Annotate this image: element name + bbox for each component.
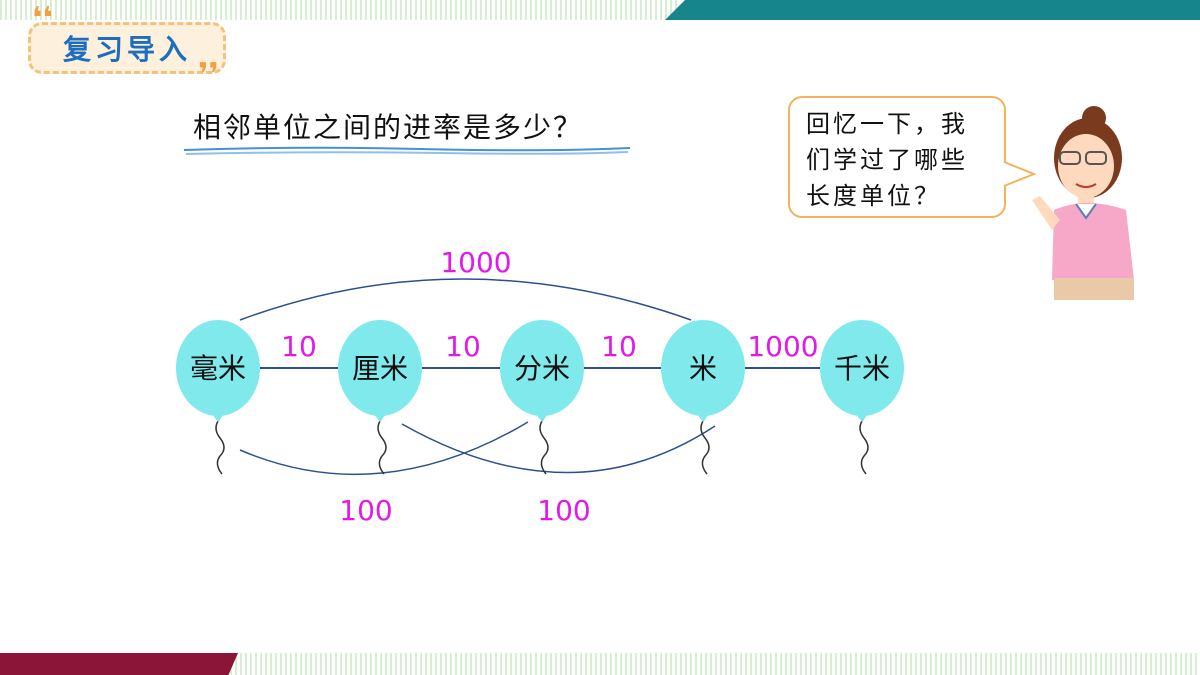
bubble-line-1: 回忆一下，我	[806, 110, 968, 138]
balloon-knot	[374, 414, 386, 422]
unit-label: 厘米	[352, 352, 408, 385]
top-accent-bar	[665, 0, 1200, 20]
balloon-knot	[697, 414, 709, 422]
balloon-string	[215, 417, 225, 475]
adjacent-rate-label: 10	[601, 330, 637, 363]
balloon-string	[539, 417, 549, 475]
rate-arcs	[239, 278, 716, 476]
bottom-decoration-stripes	[0, 653, 1200, 675]
top-decoration-stripes	[0, 0, 680, 20]
balloon-string	[700, 417, 710, 475]
rate-label-mm-to-dm: 100	[339, 494, 392, 527]
balloon-knot	[856, 414, 868, 422]
adjacent-rate-label: 10	[281, 330, 317, 363]
rate-labels: 10 10 10 1000 1000 100 100	[281, 246, 818, 527]
unit-label: 分米	[514, 352, 570, 385]
speech-bubble: 回忆一下，我 们学过了哪些 长度单位？	[788, 96, 1006, 218]
unit-label: 米	[689, 352, 717, 385]
rate-label-cm-to-m: 100	[537, 494, 590, 527]
rate-label-mm-to-m: 1000	[440, 246, 511, 279]
balloon: 千米	[820, 320, 904, 475]
balloon-body	[338, 320, 422, 416]
bubble-line-2: 们学过了哪些	[806, 146, 968, 174]
bubble-tail	[998, 161, 1037, 187]
arc-mm-to-m	[239, 278, 692, 321]
balloon-body	[820, 320, 904, 416]
balloon: 厘米	[338, 320, 422, 475]
balloon: 分米	[500, 320, 584, 475]
quote-open-icon: ❛❛	[32, 1, 53, 36]
section-title: 复习导入	[62, 33, 191, 66]
balloon-knot	[536, 414, 548, 422]
balloon-body	[500, 320, 584, 416]
balloons: 毫米 厘米 分米 米 千米	[176, 320, 904, 475]
section-title-badge: 复习导入	[28, 22, 226, 74]
balloon-body	[176, 320, 260, 416]
arc-mm-to-dm	[239, 421, 529, 476]
balloon-body	[661, 320, 745, 416]
arc-cm-to-m	[401, 423, 716, 474]
balloon: 米	[661, 320, 745, 475]
question-underline	[183, 146, 631, 155]
teacher-illustration	[1032, 106, 1134, 300]
unit-label: 千米	[834, 352, 890, 385]
unit-label: 毫米	[190, 352, 246, 385]
quote-close-icon: ❜❜	[198, 57, 219, 92]
balloon-string	[377, 417, 387, 475]
adjacent-rate-label: 1000	[747, 330, 818, 363]
question-text: 相邻单位之间的进率是多少？	[193, 111, 584, 144]
bottom-accent-bar	[0, 653, 238, 675]
bubble-line-3: 长度单位？	[806, 182, 941, 210]
balloon: 毫米	[176, 320, 260, 475]
balloon-knot	[212, 414, 224, 422]
adjacent-rate-label: 10	[445, 330, 481, 363]
balloon-string	[859, 417, 869, 475]
